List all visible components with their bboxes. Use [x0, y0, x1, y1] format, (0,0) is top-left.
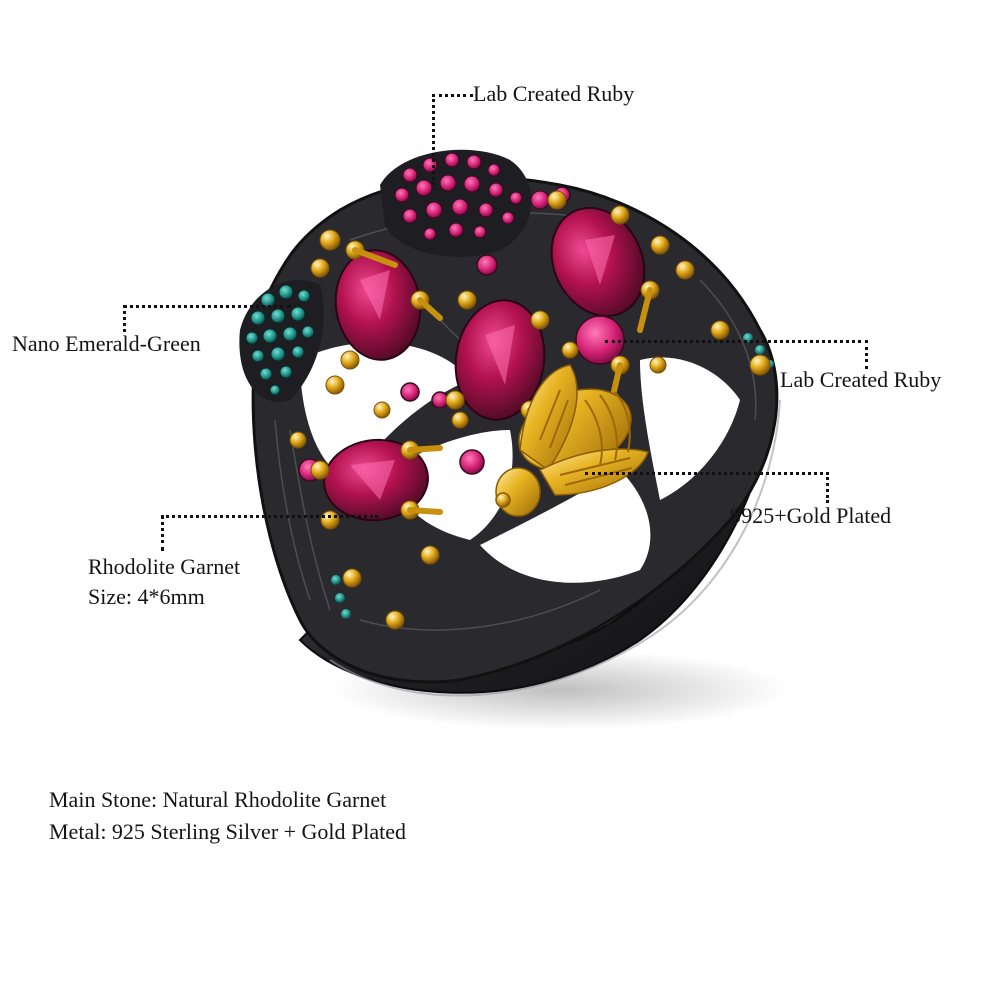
leader-right-ruby	[605, 340, 868, 369]
spec-metal: Metal: 925 Sterling Silver + Gold Plated	[49, 819, 407, 844]
callout-top-ruby: Lab Created Ruby	[473, 81, 635, 106]
leader-top-ruby	[432, 94, 473, 185]
callout-garnet-size: Size: 4*6mm	[88, 584, 205, 609]
callout-gold: S925+Gold Plated	[729, 503, 892, 528]
leader-gold	[585, 472, 829, 503]
callout-garnet-name: Rhodolite Garnet	[88, 554, 241, 579]
leader-emerald	[123, 305, 291, 332]
gold-bee	[495, 364, 649, 517]
spec-main-stone: Main Stone: Natural Rhodolite Garnet	[49, 787, 387, 812]
callout-emerald: Nano Emerald-Green	[12, 331, 201, 356]
leader-garnet	[161, 515, 378, 551]
callout-right-ruby: Lab Created Ruby	[780, 367, 942, 392]
